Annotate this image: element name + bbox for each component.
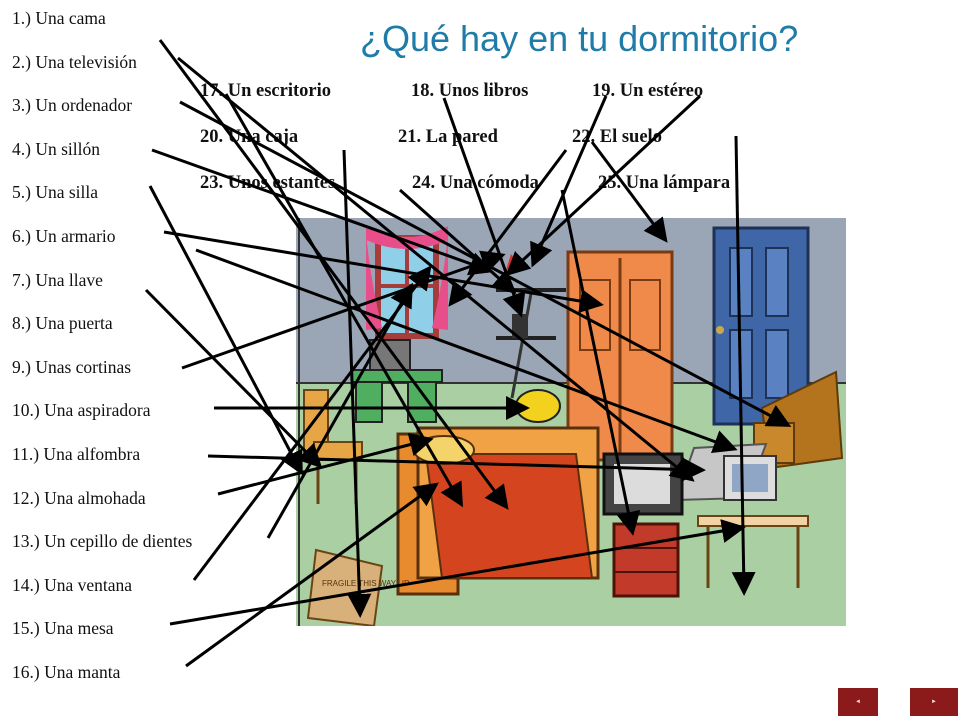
bedroom-illustration: FRAGILE THIS WAY UP [296, 218, 846, 626]
vocab-item: 11.) Una alfombra [12, 443, 141, 464]
vocab-list-left: 1.) Una cama 2.) Una televisión 3.) Un o… [12, 6, 192, 704]
next-button[interactable]: ► [910, 688, 958, 716]
vocab-item: 23. Unos estantes [200, 173, 336, 193]
vocab-item: 4.) Un sillón [12, 138, 100, 159]
tv [602, 452, 684, 516]
vocab-item: 18. Unos libros [411, 81, 529, 101]
vocab-item: 16.) Una manta [12, 661, 121, 682]
vocab-item: 9.) Unas cortinas [12, 356, 132, 377]
dresser [612, 522, 680, 598]
vocab-item: 7.) Una llave [12, 269, 103, 290]
vocab-item: 22. El suelo [572, 127, 662, 147]
vocab-item: 15.) Una mesa [12, 618, 114, 639]
vocab-item: 3.) Un ordenador [12, 95, 133, 116]
vocab-item: 8.) Una puerta [12, 313, 113, 334]
vocab-item: 25. Una lámpara [598, 173, 731, 193]
vocab-item: 12.) Una almohada [12, 487, 146, 508]
vocab-item: 5.) Una silla [12, 182, 99, 203]
vocab-item: 1.) Una cama [12, 8, 106, 28]
window [366, 226, 448, 339]
bed [396, 426, 600, 596]
vocab-item: 19. Un estéreo [592, 81, 704, 101]
vocab-item: 6.) Un armario [12, 225, 116, 246]
vocab-item: 24. Una cómoda [412, 173, 539, 193]
page-title: ¿Qué hay en tu dormitorio? [360, 18, 799, 59]
back-button[interactable]: ◄ [838, 688, 878, 716]
vocab-item: 13.) Un cepillo de dientes [12, 531, 193, 552]
vocab-item: 17. Un escritorio [200, 81, 332, 101]
vocab-item: 20. Una caja [200, 127, 299, 147]
vocab-item: 10.) Una aspiradora [12, 400, 151, 421]
vocab-item: 21. La pared [398, 127, 498, 147]
vocab-item: 2.) Una televisión [12, 51, 137, 72]
vocab-item: 14.) Una ventana [12, 574, 133, 595]
box-label: FRAGILE THIS WAY UP [322, 579, 409, 588]
